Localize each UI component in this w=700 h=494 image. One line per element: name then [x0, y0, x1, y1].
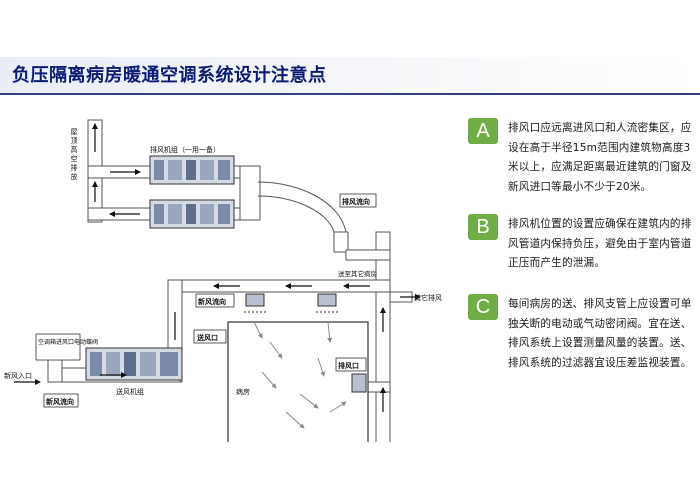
note-b-text: 排风机位置的设置应确保在建筑内的排风管道内保持负压，避免由于室内管道正压而产生的… [508, 218, 692, 269]
exhaust-flow-label-top: 排风流向 [342, 197, 370, 206]
note-a-badge: A [468, 118, 498, 144]
fresh-air-inlet-label: 新风入口 [4, 371, 32, 380]
roof-exhaust-label: 屋顶高空排放 [70, 128, 78, 182]
supply-outlet-label: 送风口 [196, 333, 218, 342]
exhaust-unit-1 [149, 155, 235, 185]
exhaust-unit-label: 排风机组（一用一备） [150, 145, 220, 154]
ward-label: 病房 [236, 387, 250, 396]
room-airflow [253, 321, 347, 429]
note-c-badge: C [468, 294, 498, 320]
hvac-diagram: 屋顶高空排放 排风机组（一用一备） 排风流向 送至其它病房 其它排风 新风流向 … [4, 119, 442, 442]
to-other-wards-label: 送至其它病房 [338, 269, 377, 278]
label-boxes [35, 193, 377, 408]
note-b-badge: B [468, 214, 498, 240]
title-band: 负压隔离病房暖通空调系统设计注意点 [0, 57, 700, 95]
page-title: 负压隔离病房暖通空调系统设计注意点 [12, 65, 327, 86]
other-exhaust-label: 其它排风 [414, 293, 442, 302]
flow-arrows [14, 123, 421, 412]
fresh-flow-label-upper: 新风流向 [198, 297, 226, 306]
note-c-text: 每间病房的送、排风支管上应设置可单独关断的电动或气动密闭阀。宜在送、排风系统上设… [508, 298, 692, 369]
exhaust-unit-2 [149, 199, 235, 229]
ahu-damper-label: 空调箱进风口电动蝶阀 [38, 338, 98, 346]
note-a-text: 排风口应远离进风口和人流密集区，应设在高于半径15m范围内建筑物高度3米以上，应… [508, 122, 692, 193]
supply-unit-label: 送风机组 [116, 387, 144, 396]
exhaust-outlet-label: 排风口 [338, 361, 359, 370]
fresh-flow-label-lower: 新风流向 [46, 397, 74, 406]
